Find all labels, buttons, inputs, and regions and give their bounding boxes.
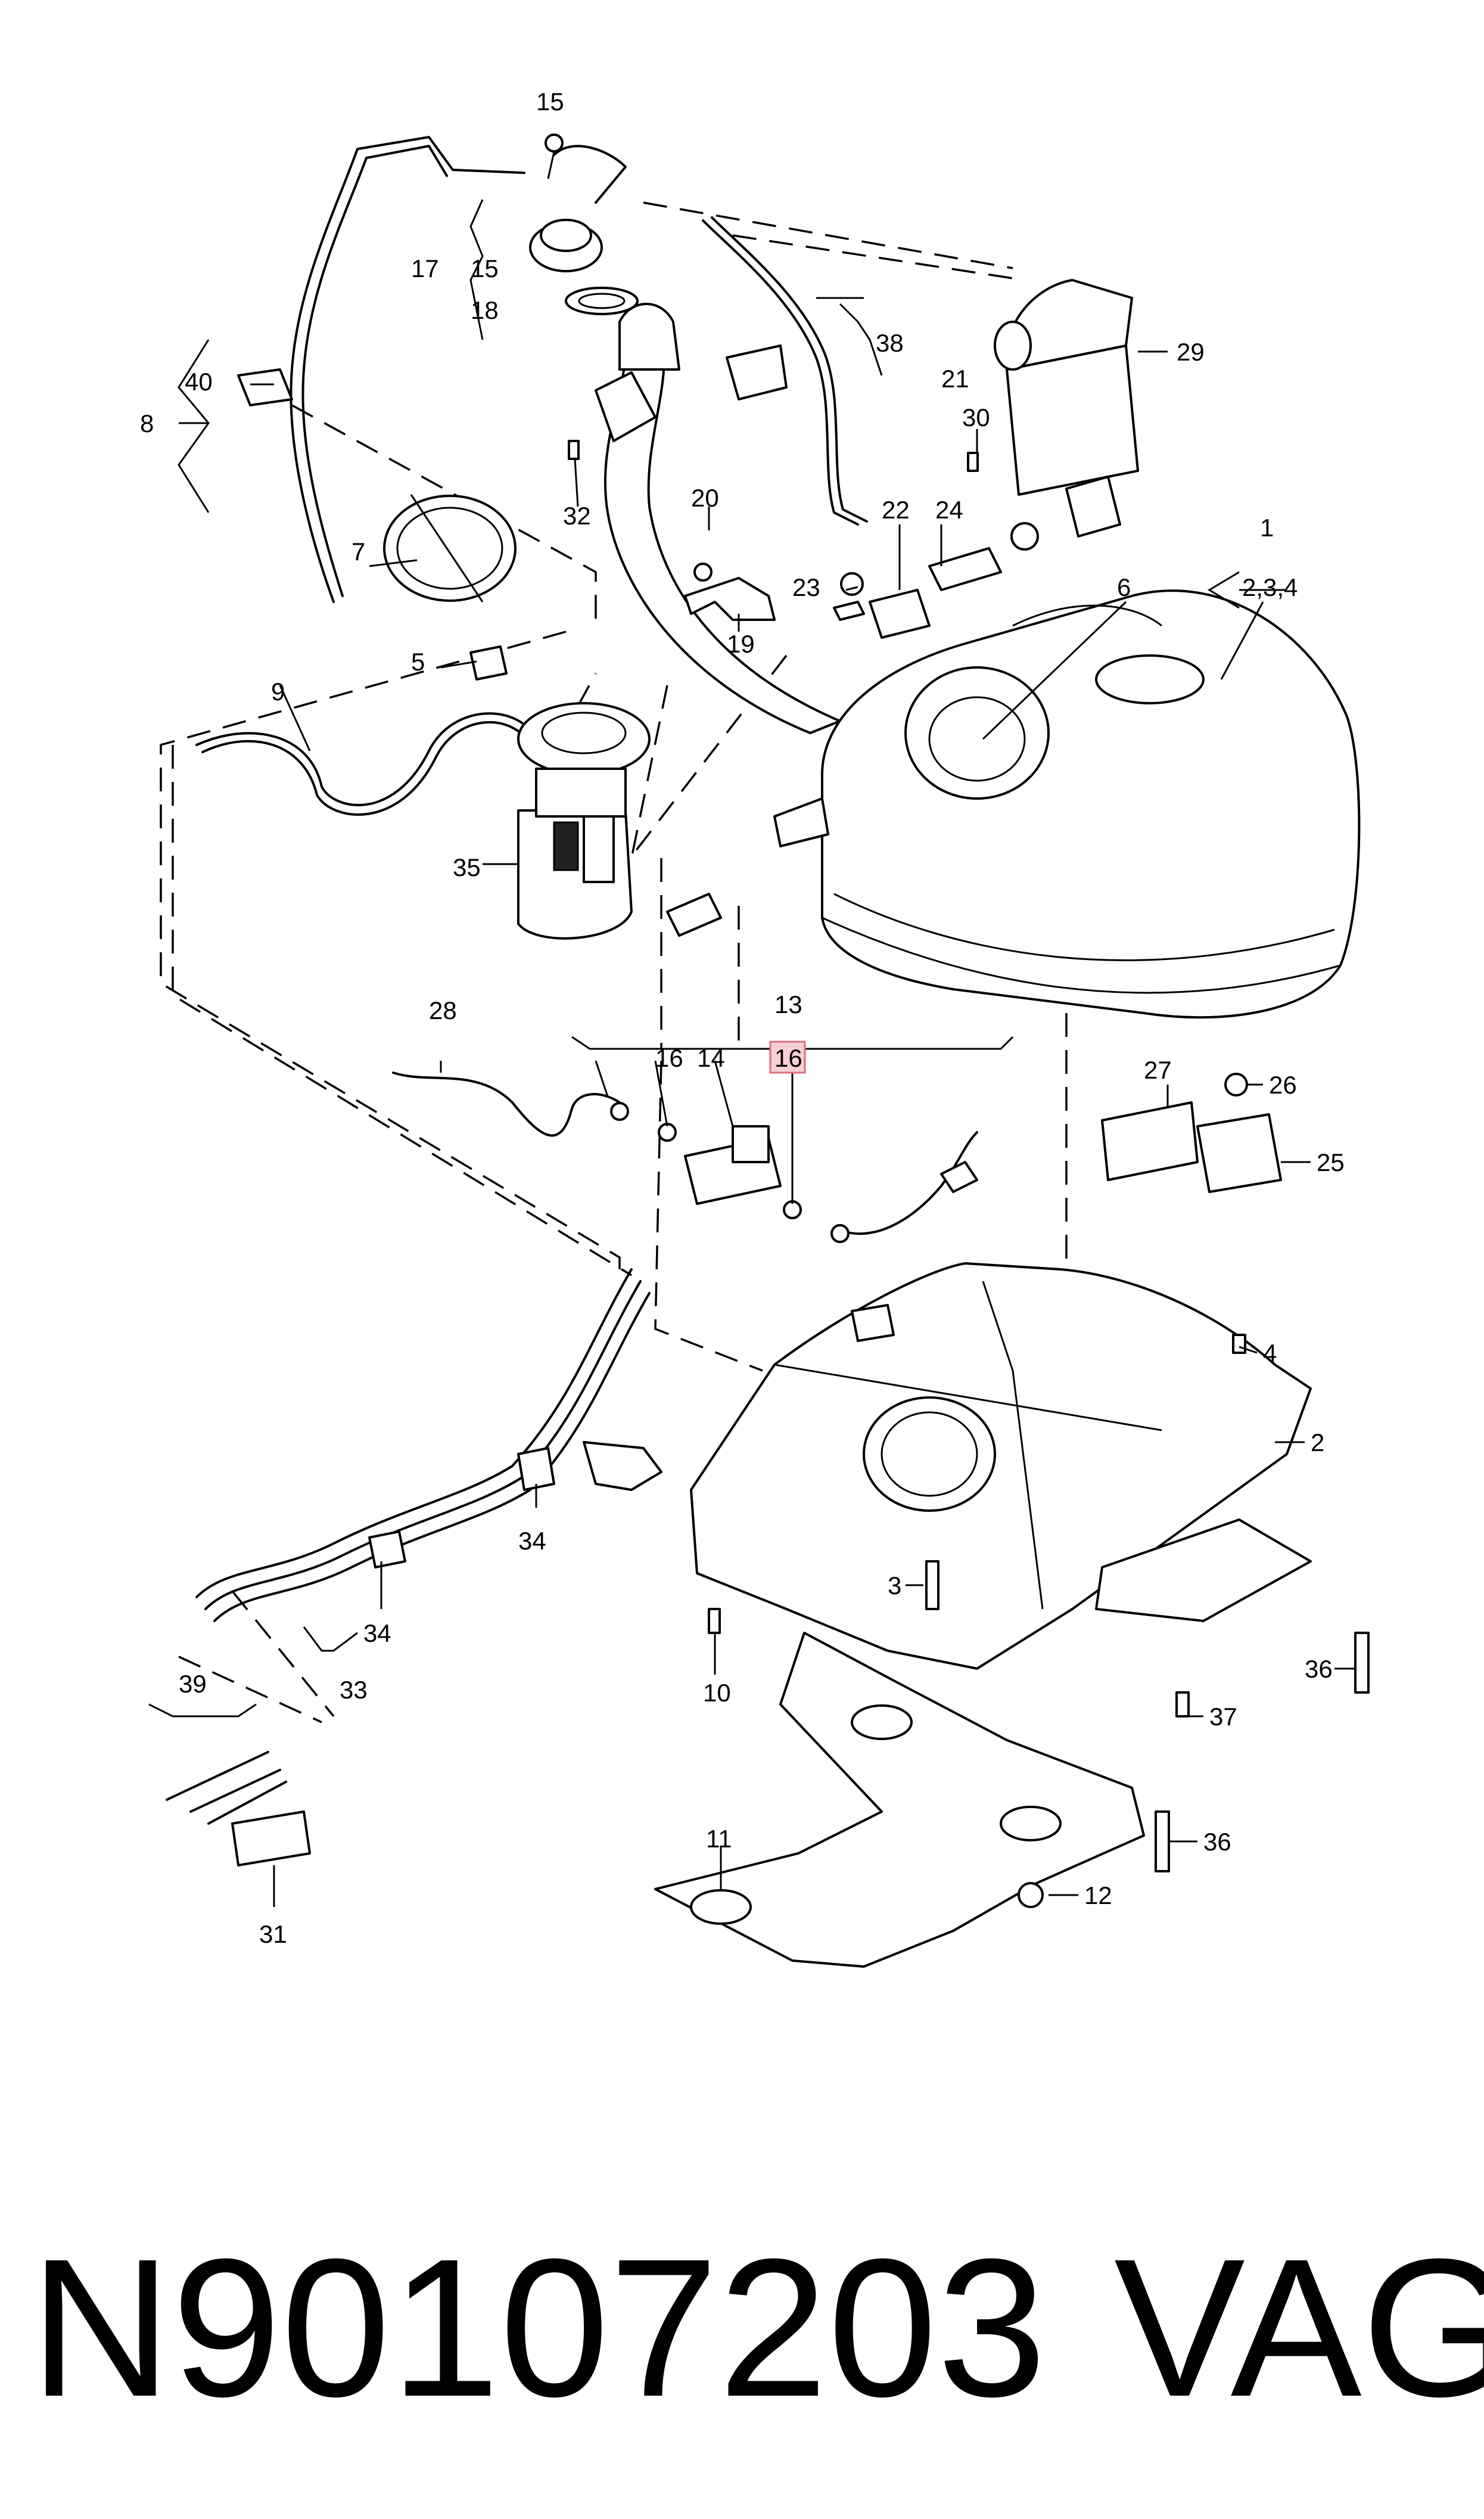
leader-lines (250, 151, 1355, 1907)
callout-14: 14 (697, 1044, 725, 1072)
filler-neck (529, 219, 841, 734)
highlight-box (769, 1040, 806, 1074)
callout-7: 7 (351, 538, 365, 566)
bolts (545, 133, 1370, 1908)
callout-23: 23 (792, 573, 820, 601)
callout-17: 17 (411, 254, 439, 282)
callout-4: 4 (1263, 1339, 1277, 1367)
callout-26: 26 (1269, 1071, 1297, 1099)
callout-3: 3 (888, 1571, 901, 1599)
charcoal-canister (994, 279, 1139, 538)
callout-31: 31 (259, 1920, 287, 1948)
callout-37: 37 (1209, 1703, 1237, 1731)
callout-36-bottom: 36 (1203, 1828, 1231, 1856)
callout-20: 20 (691, 484, 719, 512)
callout-8: 8 (140, 409, 154, 437)
callout-15: 15 (471, 254, 499, 282)
callout-36-right: 36 (1305, 1655, 1333, 1683)
callout-6: 6 (1117, 573, 1131, 601)
callout-brackets (148, 199, 1287, 1717)
callout-22: 22 (882, 496, 910, 524)
fuel-tank (773, 589, 1361, 1019)
callout-39: 39 (179, 1670, 207, 1698)
callout-13: 13 (774, 990, 802, 1018)
subframe (583, 1262, 1312, 1670)
callout-16-highlighted: 16 (774, 1044, 802, 1072)
seal-ring (383, 494, 517, 602)
callout-10: 10 (703, 1679, 731, 1707)
callout-34-left: 34 (363, 1619, 391, 1647)
callout-30: 30 (962, 403, 990, 431)
callout-12: 12 (1084, 1881, 1112, 1909)
callout-19: 19 (727, 630, 755, 658)
brand-name: VAG (1114, 2217, 1484, 2437)
small-fittings (684, 522, 1039, 639)
callout-35: 35 (453, 853, 481, 881)
callout-labels: 1 2,3,4 2 3 4 5 6 7 8 9 10 11 12 13 14 1… (140, 88, 1345, 1948)
part-number: N90107203 (30, 2217, 1047, 2437)
callout-2: 2 (1311, 1428, 1324, 1456)
relay-modules (1101, 1073, 1282, 1193)
callout-33: 33 (340, 1676, 368, 1704)
callout-21: 21 (941, 365, 969, 393)
callout-16: 16 (655, 1044, 683, 1072)
callout-38: 38 (876, 329, 904, 357)
callout-40: 40 (185, 368, 213, 396)
callout-25: 25 (1317, 1148, 1345, 1176)
callout-9: 9 (271, 678, 285, 706)
callout-5: 5 (411, 648, 425, 676)
callout-32: 32 (563, 502, 591, 530)
callout-34-right: 34 (518, 1527, 546, 1555)
callout-27: 27 (1144, 1056, 1172, 1084)
callout-29: 29 (1177, 338, 1205, 366)
filter-assembly (610, 1102, 978, 1243)
clips-brackets (166, 368, 555, 1866)
callout-1: 1 (1260, 514, 1274, 542)
callout-24: 24 (935, 496, 963, 524)
callout-11: 11 (706, 1825, 732, 1853)
callout-15-top: 15 (536, 88, 564, 116)
underbody-shield (654, 1632, 1145, 1968)
callout-2-3-4: 2,3,4 (1242, 573, 1298, 601)
fuel-pump (469, 645, 722, 940)
fuel-lines (195, 1071, 978, 1622)
callout-28: 28 (429, 996, 457, 1024)
vent-lines (195, 136, 868, 816)
callout-18: 18 (471, 296, 499, 324)
